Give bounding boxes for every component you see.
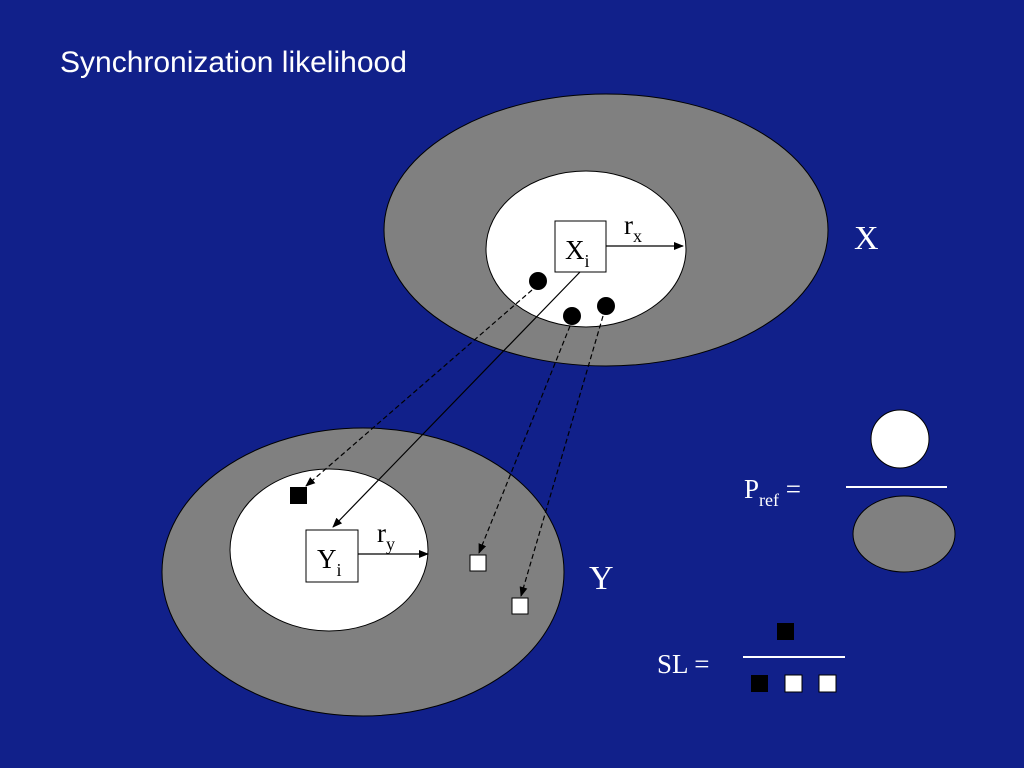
- sl-formula: SL =: [657, 623, 845, 693]
- mapping-arrow-xi-to-yi: [332, 271, 581, 528]
- radius-rx-label: rx: [624, 210, 642, 246]
- point-yi-label: Yi: [317, 544, 342, 580]
- point-xi-label: Xi: [565, 235, 590, 271]
- space-y-label: Y: [589, 560, 614, 597]
- mapped-point-outside-1: [469, 554, 487, 572]
- radius-ry-label: ry: [377, 518, 395, 554]
- sl-numerator-black-square: [777, 623, 794, 640]
- p-ref-denominator-ellipse: [852, 495, 956, 573]
- mapping-arrow-neighbor-3: [519, 315, 604, 597]
- neighbor-point-2: [563, 307, 581, 325]
- space-y: Yi ry Y: [161, 427, 614, 717]
- mapped-point-outside-2: [511, 597, 529, 615]
- mapping-arrow-neighbor-2: [478, 325, 571, 554]
- p-ref-numerator-circle: [870, 409, 930, 469]
- p-ref-label: Pref =: [744, 474, 801, 510]
- mapping-arrow-neighbor-1: [305, 289, 533, 487]
- neighbor-point-3: [597, 297, 615, 315]
- point-yi-box: [305, 529, 359, 583]
- sl-denominator-white-square-1: [784, 674, 803, 693]
- slide-title: Synchronization likelihood: [60, 46, 407, 79]
- sl-label: SL =: [657, 649, 709, 679]
- mapping-arrows: [305, 271, 604, 597]
- space-x-label: X: [854, 220, 879, 257]
- mapped-point-inside: [290, 487, 307, 504]
- space-x: Xi rx X: [383, 93, 879, 367]
- sl-denominator-white-square-2: [818, 674, 837, 693]
- p-ref-formula: Pref =: [744, 409, 956, 573]
- sl-denominator-black-square: [751, 675, 768, 692]
- neighbor-point-1: [529, 272, 547, 290]
